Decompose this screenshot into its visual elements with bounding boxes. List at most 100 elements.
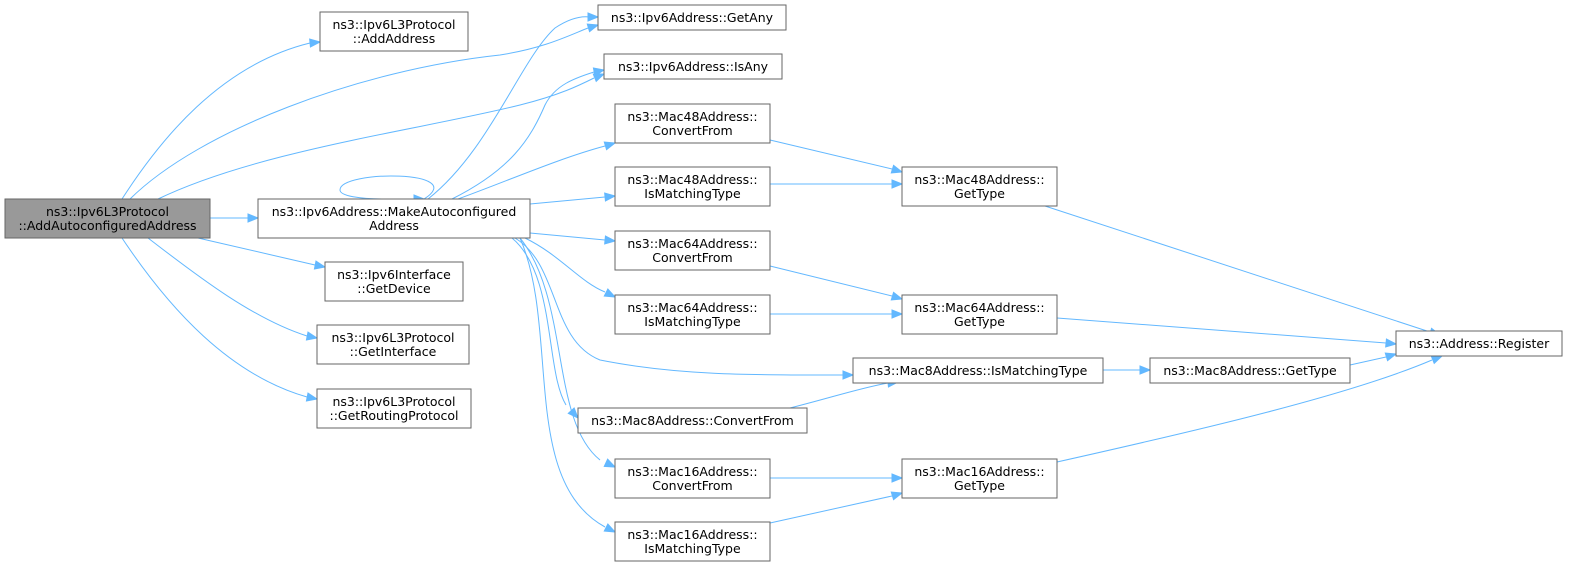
node-mac8-convert[interactable]: ns3::Mac8Address::ConvertFrom <box>577 407 808 434</box>
node-mac8-gettype[interactable]: ns3::Mac8Address::GetType <box>1149 357 1351 384</box>
node-box[interactable] <box>1395 330 1563 357</box>
node-box <box>4 198 211 239</box>
edge-mac64_ismatch-to-mac64_gettype <box>770 309 904 319</box>
node-label-line: ns3::Ipv6Interface <box>337 267 451 282</box>
node-mac16-gettype[interactable]: ns3::Mac16Address::GetType <box>901 458 1058 499</box>
edge-line <box>519 237 606 528</box>
arrowhead <box>1139 365 1152 375</box>
node-l3-getrouting[interactable]: ns3::Ipv6L3Protocol::GetRoutingProtocol <box>316 388 472 429</box>
node-label-line: ns3::Mac8Address::ConvertFrom <box>591 413 794 428</box>
node-label-line: IsMatchingType <box>644 186 741 201</box>
edge-mac8_gettype-to-addr_register <box>1349 352 1398 366</box>
node-label-line: ns3::Ipv6Address::MakeAutoconfigured <box>272 204 517 219</box>
arrowhead <box>1430 355 1444 365</box>
edge-root-to-l3_getrouting <box>121 237 319 402</box>
node-box[interactable] <box>316 324 470 365</box>
node-mac48-ismatch[interactable]: ns3::Mac48Address::IsMatchingType <box>614 166 771 207</box>
nodes-layer: ns3::Ipv6L3Protocol::AddAutoconfiguredAd… <box>4 4 1563 562</box>
node-ipv6-makeauto[interactable]: ns3::Ipv6Address::MakeAutoconfiguredAddr… <box>257 198 531 239</box>
arrowhead <box>309 38 322 48</box>
edge-root-to-l3_addaddress <box>121 38 322 200</box>
node-mac64-ismatch[interactable]: ns3::Mac64Address::IsMatchingType <box>614 294 771 335</box>
edge-root-to-ipv6_makeauto <box>210 213 260 223</box>
node-label-line: ns3::Ipv6Address::IsAny <box>618 59 769 74</box>
edge-line <box>769 265 893 297</box>
node-iface-getdevice[interactable]: ns3::Ipv6Interface::GetDevice <box>324 261 464 302</box>
edge-mac64_gettype-to-addr_register <box>1056 317 1398 348</box>
node-box[interactable] <box>901 166 1058 207</box>
edge-line <box>519 237 601 461</box>
node-label-line: ns3::Mac16Address:: <box>914 464 1044 479</box>
edge-line <box>1349 356 1387 366</box>
node-mac48-gettype[interactable]: ns3::Mac48Address::GetType <box>901 166 1058 207</box>
node-label-line: GetType <box>954 478 1005 493</box>
node-addr-register[interactable]: ns3::Address::Register <box>1395 330 1563 357</box>
arrowhead <box>313 260 327 270</box>
edge-root-to-l3_getinterface <box>147 237 319 341</box>
node-box[interactable] <box>852 357 1104 384</box>
node-l3-getinterface[interactable]: ns3::Ipv6L3Protocol::GetInterface <box>316 324 470 365</box>
node-box[interactable] <box>614 230 771 271</box>
edge-ipv6_makeauto-to-mac64_ismatch <box>524 237 617 298</box>
node-l3-addaddress[interactable]: ns3::Ipv6L3Protocol::AddAddress <box>319 11 469 52</box>
arrowhead <box>604 192 617 202</box>
node-mac8-ismatch[interactable]: ns3::Mac8Address::IsMatchingType <box>852 357 1104 384</box>
node-box[interactable] <box>614 294 771 335</box>
edge-ipv6_makeauto-to-ipv6_isany <box>451 67 606 200</box>
node-box[interactable] <box>597 4 787 31</box>
edge-mac48_gettype-to-addr_register <box>1044 205 1442 337</box>
arrowhead <box>603 288 617 298</box>
node-mac16-convert[interactable]: ns3::Mac16Address::ConvertFrom <box>614 458 771 499</box>
node-mac64-convert[interactable]: ns3::Mac64Address::ConvertFrom <box>614 230 771 271</box>
node-box[interactable] <box>1149 357 1351 384</box>
node-box[interactable] <box>901 458 1058 499</box>
node-label-line: ns3::Ipv6L3Protocol <box>331 330 454 345</box>
node-box[interactable] <box>577 407 808 434</box>
node-box[interactable] <box>614 458 771 499</box>
node-box[interactable] <box>614 166 771 207</box>
edge-mac16_ismatch-to-mac16_gettype <box>769 491 904 524</box>
edge-line <box>769 139 893 170</box>
edge-ipv6_makeauto-to-mac16_convert <box>519 237 617 468</box>
node-box[interactable] <box>319 11 469 52</box>
node-label-line: ConvertFrom <box>652 478 732 493</box>
node-label-line: ns3::Ipv6L3Protocol <box>46 204 169 219</box>
node-box[interactable] <box>257 198 531 239</box>
edge-line <box>339 175 435 200</box>
node-label-line: Address <box>369 218 419 233</box>
node-root: ns3::Ipv6L3Protocol::AddAutoconfiguredAd… <box>4 198 211 239</box>
node-label-line: ::GetInterface <box>350 344 437 359</box>
node-mac16-ismatch[interactable]: ns3::Mac16Address::IsMatchingType <box>614 521 771 562</box>
arrowhead <box>305 392 319 402</box>
edge-mac16_convert-to-mac16_gettype <box>770 473 904 483</box>
arrowhead <box>1384 352 1398 362</box>
node-label-line: ConvertFrom <box>652 123 732 138</box>
node-label-line: ns3::Ipv6Address::GetAny <box>611 10 774 25</box>
node-mac48-convert[interactable]: ns3::Mac48Address::ConvertFrom <box>614 103 771 144</box>
node-box[interactable] <box>901 294 1058 335</box>
node-box[interactable] <box>603 53 783 80</box>
edge-line <box>451 71 595 200</box>
node-label-line: ns3::Mac16Address:: <box>627 464 757 479</box>
node-mac64-gettype[interactable]: ns3::Mac64Address::GetType <box>901 294 1058 335</box>
edge-line <box>147 237 308 337</box>
edge-line <box>514 237 844 376</box>
node-label-line: ns3::Mac16Address:: <box>627 527 757 542</box>
node-box[interactable] <box>324 261 464 302</box>
node-box[interactable] <box>316 388 472 429</box>
node-ipv6-isany[interactable]: ns3::Ipv6Address::IsAny <box>603 53 783 80</box>
edge-line <box>1056 317 1387 344</box>
arrowhead <box>247 213 260 223</box>
arrowhead <box>587 12 600 22</box>
node-ipv6-getany[interactable]: ns3::Ipv6Address::GetAny <box>597 4 787 31</box>
edge-line <box>1056 359 1433 463</box>
edge-root-to-iface_getdevice <box>197 237 327 270</box>
node-label-line: ns3::Ipv6L3Protocol <box>332 17 455 32</box>
node-box[interactable] <box>614 521 771 562</box>
edge-ipv6_makeauto-to-mac8_ismatch <box>514 237 855 380</box>
edge-mac48_ismatch-to-mac48_gettype <box>770 179 904 189</box>
node-box[interactable] <box>614 103 771 144</box>
arrowhead <box>603 458 617 468</box>
node-label-line: ns3::Mac64Address:: <box>914 300 1044 315</box>
edge-line <box>524 237 606 293</box>
